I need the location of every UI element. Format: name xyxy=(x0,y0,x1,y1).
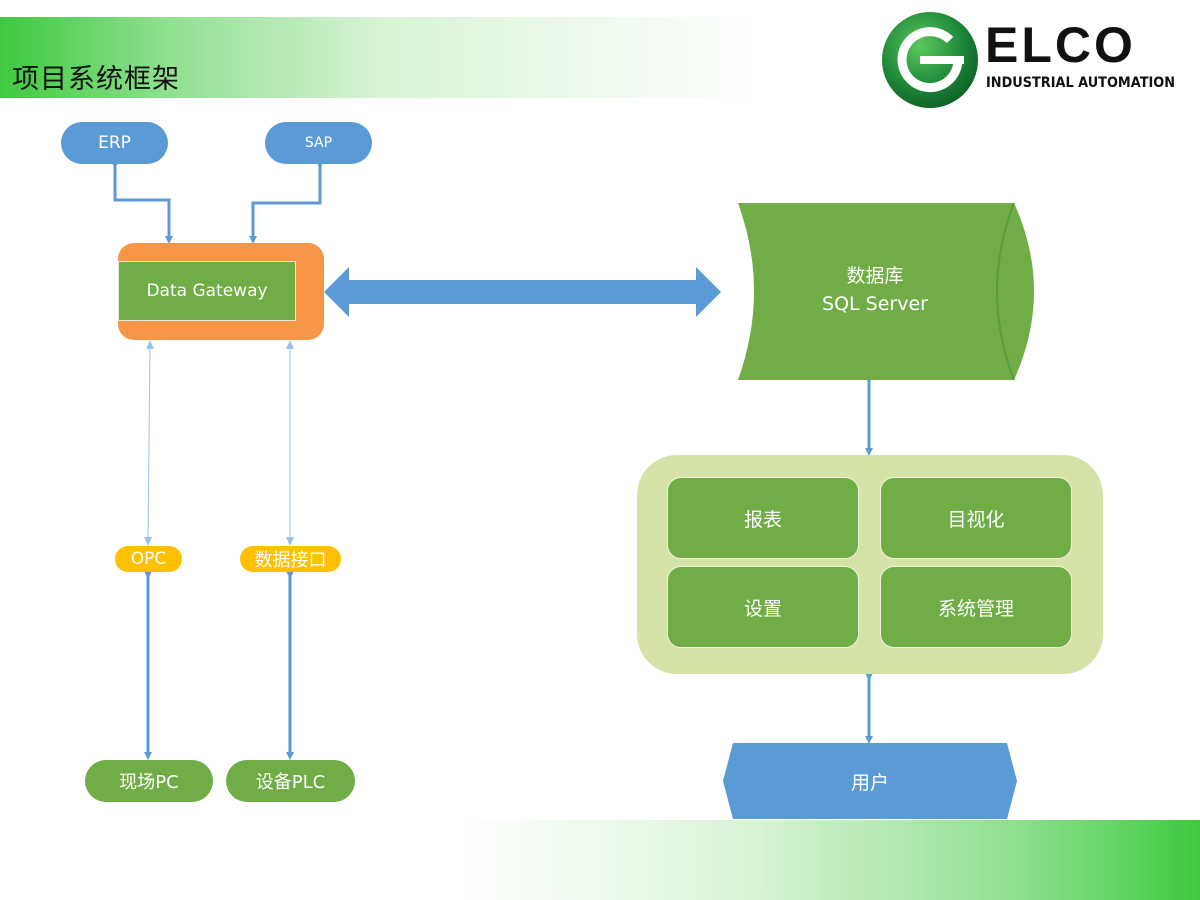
database-node: 数据库 SQL Server xyxy=(760,262,990,318)
erp-node: ERP xyxy=(61,122,168,164)
database-cylinder-edge xyxy=(996,202,1015,381)
report-tile: 报表 xyxy=(667,477,859,559)
page-title: 项目系统框架 xyxy=(12,64,180,95)
sap-gateway-connector xyxy=(249,161,324,244)
visualization-label: 目视化 xyxy=(947,508,1005,531)
gateway-node: Data Gateway xyxy=(118,261,296,321)
device-plc-node: 设备PLC xyxy=(226,760,355,802)
gateway-label: Data Gateway xyxy=(146,281,268,301)
gateway-opc-link xyxy=(147,342,151,544)
user-shape xyxy=(723,743,1017,819)
sap-node: SAP xyxy=(265,122,372,164)
bottom-band xyxy=(465,820,1200,900)
settings-label: 设置 xyxy=(743,597,782,620)
database-label: 数据库 xyxy=(846,265,904,287)
visualization-tile: 目视化 xyxy=(880,477,1072,559)
system-management-label: 系统管理 xyxy=(937,597,1014,620)
user-node: 用户 xyxy=(723,743,1017,819)
report-label: 报表 xyxy=(743,508,782,531)
settings-tile: 设置 xyxy=(667,566,859,648)
title-band xyxy=(0,17,760,98)
database-cylinder xyxy=(738,203,1034,380)
database-sublabel: SQL Server xyxy=(822,293,928,315)
logo-wordmark: ELCO xyxy=(985,17,1136,73)
erp-gateway-connector xyxy=(111,161,173,244)
device-plc-label: 设备PLC xyxy=(255,772,326,793)
gateway-db-arrow xyxy=(324,267,721,317)
erp-label: ERP xyxy=(98,133,131,153)
sap-label: SAP xyxy=(304,135,333,151)
logo-tagline: INDUSTRIAL AUTOMATION xyxy=(986,75,1176,91)
system-management-tile: 系统管理 xyxy=(880,566,1072,648)
elco-logo-icon xyxy=(882,12,978,108)
field-pc-label: 现场PC xyxy=(119,772,179,793)
user-label: 用户 xyxy=(850,771,889,794)
opc-label: OPC xyxy=(130,549,167,569)
field-pc-node: 现场PC xyxy=(85,760,213,802)
data-interface-node: 数据接口 xyxy=(240,546,341,572)
data-interface-label: 数据接口 xyxy=(254,550,327,571)
opc-node: OPC xyxy=(115,546,182,572)
